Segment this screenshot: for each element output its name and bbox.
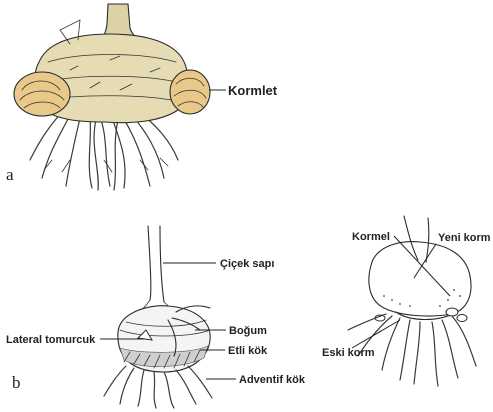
panel-a-roots (30, 112, 178, 190)
panel-a: Kormlet a (6, 4, 278, 190)
panel-a-cormlet-right (170, 70, 210, 114)
label-lateral-tomurcuk: Lateral tomurcuk (6, 334, 96, 346)
label-kormlet: Kormlet (228, 83, 278, 98)
label-cicek-sapi: Çiçek sapı (220, 258, 274, 270)
panel-letter-b: b (12, 373, 21, 392)
label-yeni-korm: Yeni korm (438, 232, 491, 244)
label-bogum: Boğum (229, 325, 267, 337)
panel-c-new-corm (369, 242, 471, 316)
label-kormel: Kormel (352, 231, 390, 243)
panel-c: Kormel Yeni korm Eski korm (322, 216, 491, 386)
label-eski-korm: Eski korm (322, 347, 375, 359)
panel-a-cormlet-left (14, 72, 70, 116)
panel-letter-a: a (6, 165, 14, 184)
panel-b-flower-stalk (148, 226, 164, 302)
label-adventif-kok: Adventif kök (239, 374, 306, 386)
label-etli-kok: Etli kök (228, 345, 268, 357)
panel-b: Çiçek sapı Lateral tomurcuk Boğum Etli k… (6, 226, 306, 408)
